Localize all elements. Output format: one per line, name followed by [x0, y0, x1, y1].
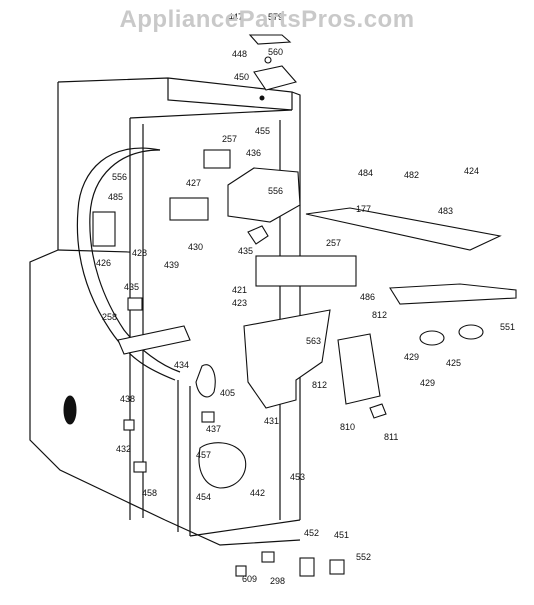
callout-label: 442: [250, 488, 265, 498]
callout-label: 427: [186, 178, 201, 188]
callout-label: 551: [500, 322, 515, 332]
callout-label: 432: [116, 444, 131, 454]
callout-label: 485: [108, 192, 123, 202]
callout-label: 298: [270, 576, 285, 586]
callout-label: 431: [264, 416, 279, 426]
callout-label: 434: [174, 360, 189, 370]
drain-opening: [63, 395, 77, 425]
callout-label: 454: [196, 492, 211, 502]
callout-label: 483: [438, 206, 453, 216]
drain-pan: [389, 283, 517, 305]
callout-label: 439: [164, 260, 179, 270]
callout-label: 430: [188, 242, 203, 252]
callout-label: 451: [334, 530, 349, 540]
timer-box: [203, 149, 231, 169]
callout-label: 421: [232, 285, 247, 295]
callout-label: 484: [358, 168, 373, 178]
light-socket: [133, 461, 147, 473]
heater-810: [337, 333, 381, 405]
bracket-452: [299, 557, 315, 577]
callout-label: 812: [312, 380, 327, 390]
thermostat-811: [369, 403, 387, 419]
callout-label: 438: [120, 394, 135, 404]
callout-label: 437: [206, 424, 221, 434]
callout-label: 424: [464, 166, 479, 176]
evaporator-cover: [305, 207, 502, 251]
callout-label: 258: [102, 312, 117, 322]
callout-label: 448: [232, 49, 247, 59]
callout-label: 457: [196, 450, 211, 460]
callout-label: 560: [268, 47, 283, 57]
callout-label: 458: [142, 488, 157, 498]
callout-label: 423: [232, 298, 247, 308]
callout-label: 429: [404, 352, 419, 362]
air-duct: [243, 309, 331, 409]
callout-label: 426: [96, 258, 111, 268]
callout-label: 257: [222, 134, 237, 144]
cabinet-outline: [29, 77, 301, 546]
callout-label: 435: [238, 246, 253, 256]
clip-435: [127, 297, 143, 311]
callout-labels: 447 579 448 560 450 455 257 436 556 427 556 485 426 4…: [96, 12, 515, 586]
knob-435: [247, 225, 269, 245]
panel-421: [255, 255, 357, 287]
callout-label: 811: [384, 432, 398, 442]
callout-label: 453: [290, 472, 305, 482]
callout-label: 556: [112, 172, 127, 182]
bracket-451: [329, 559, 345, 575]
watermark: AppliancePartsPros.com: [119, 6, 415, 33]
callout-label: 556: [268, 186, 283, 196]
callout-label: 405: [220, 388, 235, 398]
callout-label: 563: [306, 336, 321, 346]
fan-ring-429: [419, 330, 445, 346]
callout-label: 609: [242, 574, 257, 584]
fan-motor: [198, 442, 247, 489]
callout-label: 447: [228, 12, 243, 22]
callout-label: 428: [132, 248, 147, 258]
callout-label: 452: [304, 528, 319, 538]
damper-434: [195, 364, 216, 398]
callout-label: 257: [326, 238, 341, 248]
callout-label: 436: [246, 148, 261, 158]
bracket-430: [169, 197, 209, 221]
callout-label: 810: [340, 422, 355, 432]
callout-label: 482: [404, 170, 419, 180]
callout-label: 552: [356, 552, 371, 562]
fan-ring-425: [458, 324, 484, 340]
callout-label: 812: [372, 310, 387, 320]
clip-298: [261, 551, 275, 563]
control-housing: [227, 167, 301, 223]
wire-harness: [76, 147, 176, 381]
callout-label: 455: [255, 126, 270, 136]
callout-label: 435: [124, 282, 139, 292]
switch-box: [92, 211, 116, 247]
clip-609: [235, 565, 247, 577]
callout-label: 486: [360, 292, 375, 302]
clip-438: [123, 419, 135, 431]
top-hinge-parts: [248, 34, 297, 101]
shelf-bar-258: [117, 325, 191, 355]
callout-label: 177: [356, 204, 371, 214]
callout-label: 429: [420, 378, 435, 388]
callout-label: 425: [446, 358, 461, 368]
clip-437: [201, 411, 215, 423]
callout-label: 450: [234, 72, 249, 82]
callout-label: 579: [268, 12, 283, 22]
